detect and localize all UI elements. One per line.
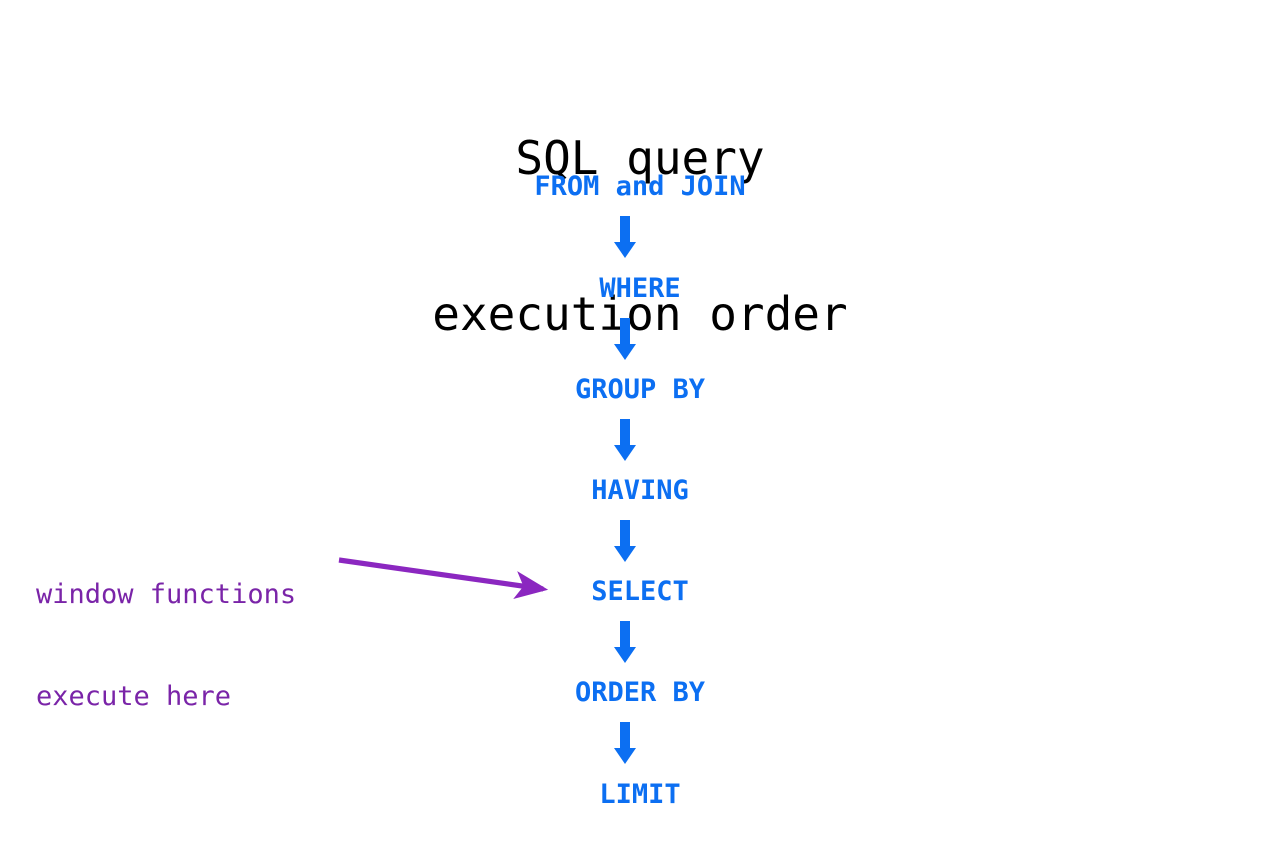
- down-arrow-icon: [614, 621, 636, 663]
- flow-step-group-by[interactable]: GROUP BY: [574, 374, 706, 405]
- page-title: SQL query execution order: [0, 28, 1280, 444]
- down-arrow-icon: [614, 216, 636, 258]
- annotation-line-1: window functions: [36, 579, 297, 610]
- flow-step-limit[interactable]: LIMIT: [599, 779, 681, 810]
- flow-step-order-by[interactable]: ORDER BY: [574, 677, 706, 708]
- flow-step-from-and-join[interactable]: FROM and JOIN: [534, 171, 746, 202]
- annotation-line-2: execute here: [36, 681, 232, 712]
- down-arrow-icon: [614, 318, 636, 360]
- flow-step-select[interactable]: SELECT: [591, 576, 689, 607]
- flow-step-having[interactable]: HAVING: [591, 475, 689, 506]
- down-arrow-icon: [614, 722, 636, 764]
- annotation-window-functions: window functions execute here: [36, 510, 296, 782]
- flow-step-where[interactable]: WHERE: [599, 273, 681, 304]
- title-line-2: execution order: [432, 287, 848, 341]
- title-line-1: SQL query: [515, 131, 765, 185]
- down-arrow-icon: [614, 520, 636, 562]
- annotation-pointer-arrow-icon: [338, 557, 549, 599]
- down-arrow-icon: [614, 419, 636, 461]
